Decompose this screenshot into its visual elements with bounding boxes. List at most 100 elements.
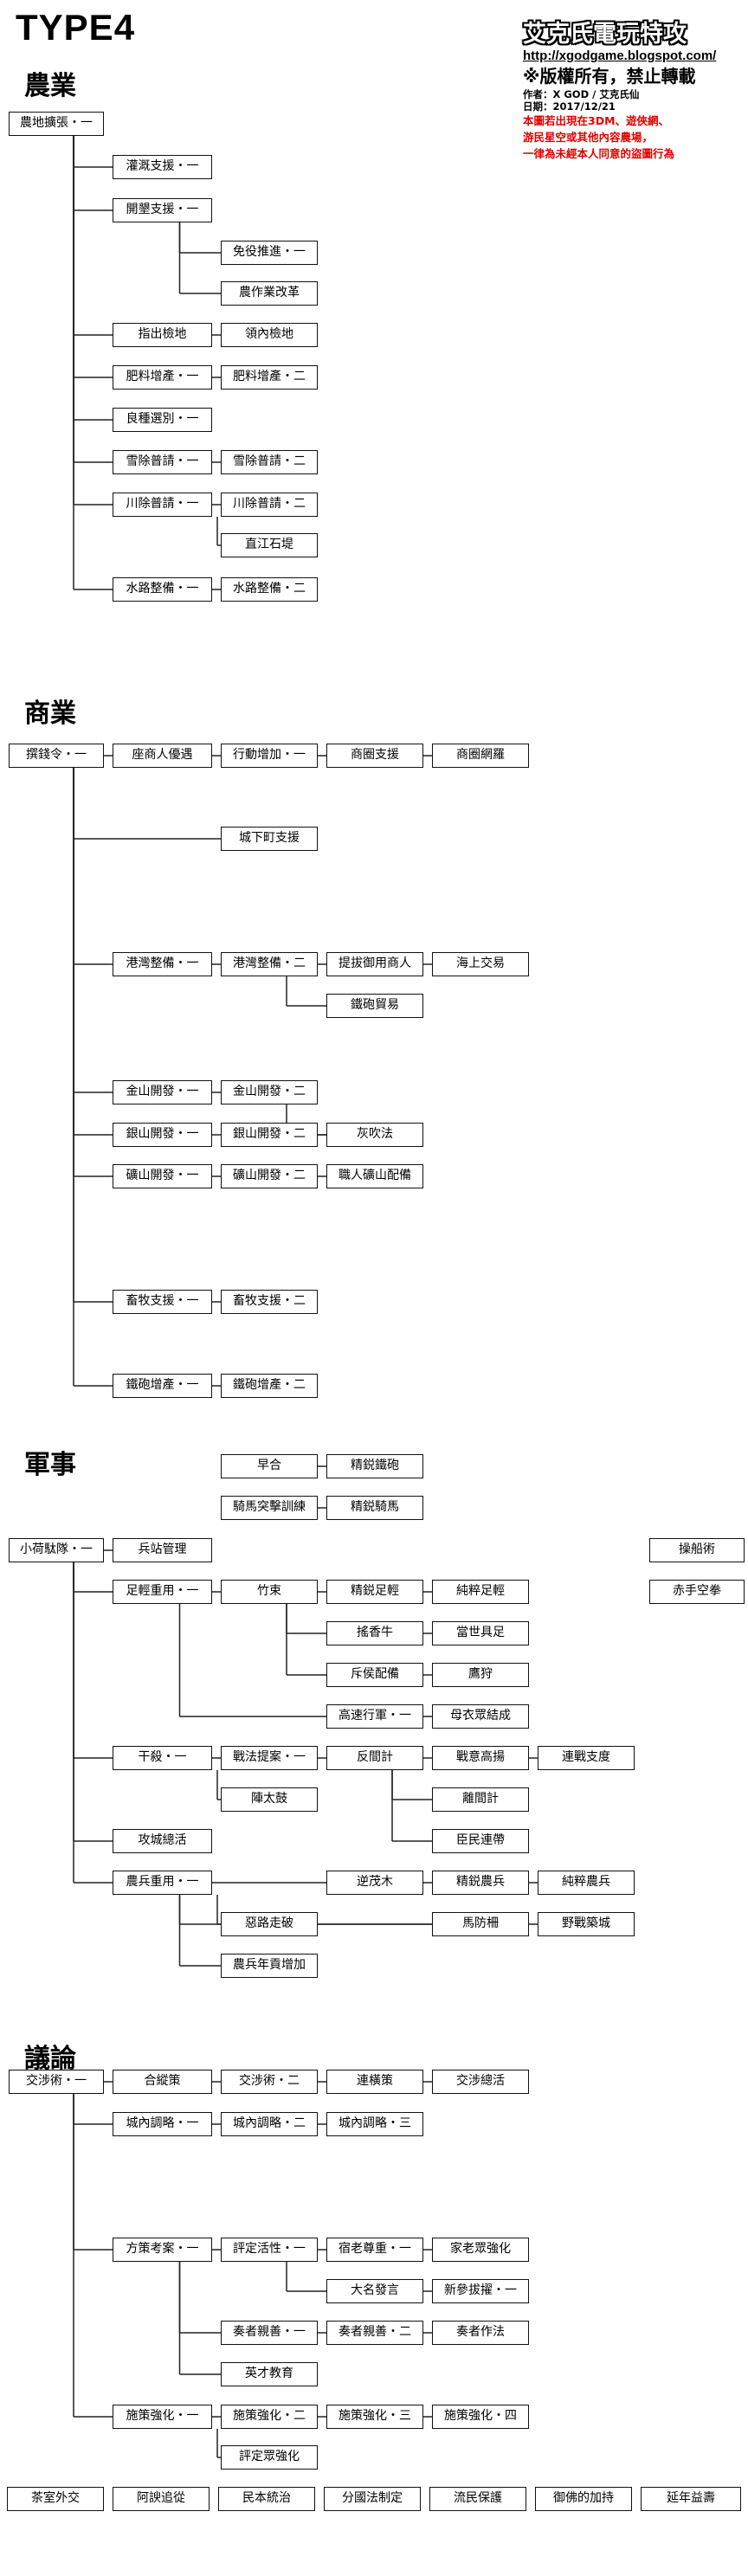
tech-node[interactable]: 馬防柵 [432,1912,529,1936]
tech-node[interactable]: 灰吹法 [326,1123,423,1147]
tech-node[interactable]: 施策強化・四 [432,2405,529,2429]
tech-node[interactable]: 職人礦山配備 [326,1164,423,1188]
tech-node[interactable]: 兵站管理 [113,1538,212,1562]
tech-node[interactable]: 銀山開發・一 [113,1123,212,1147]
tech-node[interactable]: 赤手空拳 [649,1580,745,1604]
tech-node[interactable]: 領內檢地 [221,323,318,347]
tech-node[interactable]: 戰意高揚 [432,1746,529,1770]
tech-node[interactable]: 金山開發・一 [113,1080,212,1104]
tech-node[interactable]: 延年益壽 [641,2487,741,2511]
tech-node[interactable]: 評定眾強化 [221,2445,318,2470]
tech-node[interactable]: 竹束 [221,1580,318,1604]
tech-node[interactable]: 畜牧支援・一 [113,1290,212,1314]
tech-node[interactable]: 奏者作法 [432,2321,529,2345]
tech-node[interactable]: 連戰支度 [538,1746,635,1770]
tech-node[interactable]: 鐵砲貿易 [326,994,423,1018]
tech-node[interactable]: 精鋭農兵 [432,1871,529,1895]
tech-node[interactable]: 精鋭鐵砲 [326,1454,423,1478]
tech-node[interactable]: 惡路走破 [221,1912,318,1936]
tech-node[interactable]: 精鋭足輕 [326,1580,423,1604]
tech-node[interactable]: 精鋭騎馬 [326,1496,423,1520]
tech-node[interactable]: 騎馬突擊訓練 [221,1496,318,1520]
tech-node[interactable]: 撰錢令・一 [9,744,104,768]
tech-node[interactable]: 純粹足輕 [432,1580,529,1604]
tech-node[interactable]: 灌溉支援・一 [113,155,212,179]
tech-node[interactable]: 鐵砲增產・一 [113,1374,212,1398]
tech-node[interactable]: 直江石堤 [221,533,318,557]
tech-node[interactable]: 施策強化・一 [113,2405,212,2429]
tech-node[interactable]: 雪除普請・二 [221,450,318,474]
tech-node[interactable]: 英才教育 [221,2362,318,2386]
tech-node[interactable]: 水路整備・一 [113,577,212,602]
tech-node[interactable]: 攻城總活 [113,1829,212,1853]
blog-url-link[interactable]: http://xgodgame.blogspot.com/ [523,48,717,63]
tech-node[interactable]: 純粹農兵 [538,1871,635,1895]
tech-node[interactable]: 金山開發・二 [221,1080,318,1104]
tech-node[interactable]: 御佛的加持 [535,2487,632,2511]
tech-node[interactable]: 農兵重用・一 [113,1871,212,1895]
tech-node[interactable]: 奏者親善・二 [326,2321,423,2345]
tech-node[interactable]: 指出檢地 [113,323,212,347]
tech-node[interactable]: 評定活性・一 [221,2238,318,2262]
tech-node[interactable]: 城內調略・二 [221,2112,318,2136]
tech-node[interactable]: 城下町支援 [221,827,318,851]
tech-node[interactable]: 商圈支援 [326,744,423,768]
tech-node[interactable]: 海上交易 [432,952,529,976]
tech-node[interactable]: 奏者親善・一 [221,2321,318,2345]
tech-node[interactable]: 水路整備・二 [221,577,318,602]
tech-node[interactable]: 農地擴張・一 [9,112,104,136]
tech-node[interactable]: 離間計 [432,1787,529,1812]
tech-node[interactable]: 良種選別・一 [113,408,212,432]
tech-node[interactable]: 母衣眾結成 [432,1704,529,1729]
tech-node[interactable]: 搖香牛 [326,1621,423,1645]
tech-node[interactable]: 肥料增產・二 [221,365,318,390]
tech-node[interactable]: 港灣整備・二 [221,952,318,976]
tech-node[interactable]: 操船術 [649,1538,745,1562]
tech-node[interactable]: 交涉術・二 [221,2070,318,2094]
tech-node[interactable]: 農作業改革 [221,281,318,306]
tech-node[interactable]: 行動增加・一 [221,744,318,768]
tech-node[interactable]: 逆茂木 [326,1871,423,1895]
tech-node[interactable]: 鐵砲增產・二 [221,1374,318,1398]
tech-node[interactable]: 施策強化・三 [326,2405,423,2429]
tech-node[interactable]: 小荷駄隊・一 [9,1538,104,1562]
tech-node[interactable]: 高速行軍・一 [326,1704,423,1729]
tech-node[interactable]: 礦山開發・二 [221,1164,318,1188]
tech-node[interactable]: 開墾支援・一 [113,198,212,222]
tech-node[interactable]: 民本統治 [218,2487,315,2511]
tech-node[interactable]: 陣太鼓 [221,1787,318,1812]
tech-node[interactable]: 宿老尊重・一 [326,2238,423,2262]
tech-node[interactable]: 川除普請・二 [221,493,318,517]
tech-node[interactable]: 銀山開發・二 [221,1123,318,1147]
tech-node[interactable]: 方策考案・一 [113,2238,212,2262]
tech-node[interactable]: 施策強化・二 [221,2405,318,2429]
tech-node[interactable]: 茶室外交 [7,2487,104,2511]
tech-node[interactable]: 交涉術・一 [9,2070,104,2094]
tech-node[interactable]: 畜牧支援・二 [221,1290,318,1314]
tech-node[interactable]: 新參拔擢・一 [432,2279,529,2303]
tech-node[interactable]: 合縱策 [113,2070,212,2094]
tech-node[interactable]: 流民保護 [429,2487,526,2511]
tech-node[interactable]: 家老眾強化 [432,2238,529,2262]
tech-node[interactable]: 城內調略・三 [326,2112,423,2136]
tech-node[interactable]: 分國法制定 [324,2487,421,2511]
tech-node[interactable]: 座商人優遇 [113,744,212,768]
tech-node[interactable]: 礦山開發・一 [113,1164,212,1188]
tech-node[interactable]: 大名發言 [326,2279,423,2303]
tech-node[interactable]: 戰法提案・一 [221,1746,318,1770]
tech-node[interactable]: 斥侯配備 [326,1663,423,1687]
tech-node[interactable]: 提拔御用商人 [326,952,423,976]
tech-node[interactable]: 野戰築城 [538,1912,635,1936]
tech-node[interactable]: 免役推進・一 [221,241,318,265]
tech-node[interactable]: 農兵年貢增加 [221,1954,318,1978]
tech-node[interactable]: 鷹狩 [432,1663,529,1687]
tech-node[interactable]: 連橫策 [326,2070,423,2094]
tech-node[interactable]: 川除普請・一 [113,493,212,517]
tech-node[interactable]: 足輕重用・一 [113,1580,212,1604]
tech-node[interactable]: 干殺・一 [113,1746,212,1770]
tech-node[interactable]: 早合 [221,1454,318,1478]
tech-node[interactable]: 港灣整備・一 [113,952,212,976]
tech-node[interactable]: 臣民連帶 [432,1829,529,1853]
tech-node[interactable]: 肥料增產・一 [113,365,212,390]
tech-node[interactable]: 反間計 [326,1746,423,1770]
